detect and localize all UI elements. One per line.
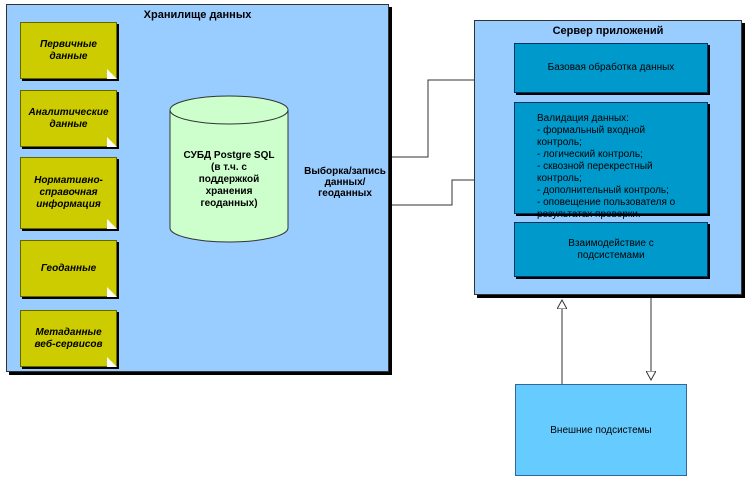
note-label: Нормативно- справочная информация xyxy=(34,175,103,210)
note-analytic-data[interactable]: Аналитические данные xyxy=(20,90,117,147)
external-subsystems-box[interactable]: Внешние подсистемы xyxy=(515,384,687,476)
database-label: СУБД Postgre SQL (в т.ч. с поддержкой хр… xyxy=(183,150,275,209)
note-reference-info[interactable]: Нормативно- справочная информация xyxy=(20,157,117,229)
module-data-validation[interactable]: Валидация данных: - формальный входной к… xyxy=(514,102,708,220)
module-label: Взаимодействие с подсистемами xyxy=(568,237,654,261)
app-server-title: Сервер приложений xyxy=(552,25,664,37)
note-label: Геоданные xyxy=(40,262,97,274)
storage-title: Хранилище данных xyxy=(143,9,252,21)
note-label: Первичные данные xyxy=(40,38,97,62)
module-base-processing[interactable]: Базовая обработка данных xyxy=(514,43,708,93)
module-label: Базовая обработка данных xyxy=(547,62,675,73)
module-subsystem-interaction[interactable]: Взаимодействие с подсистемами xyxy=(514,222,708,277)
note-label: Метаданные веб-сервисов xyxy=(34,326,103,350)
database-cylinder[interactable]: СУБД Postgre SQL (в т.ч. с поддержкой хр… xyxy=(170,130,288,230)
note-geodata[interactable]: Геоданные xyxy=(20,240,117,297)
module-label: Валидация данных: - формальный входной к… xyxy=(537,113,676,220)
connector-label: Выборка/запись данных/ геоданных xyxy=(304,166,386,199)
external-label: Внешние подсистемы xyxy=(550,424,652,436)
note-web-services-metadata[interactable]: Метаданные веб-сервисов xyxy=(20,310,117,367)
note-primary-data[interactable]: Первичные данные xyxy=(20,22,117,79)
note-label: Аналитические данные xyxy=(28,106,109,130)
